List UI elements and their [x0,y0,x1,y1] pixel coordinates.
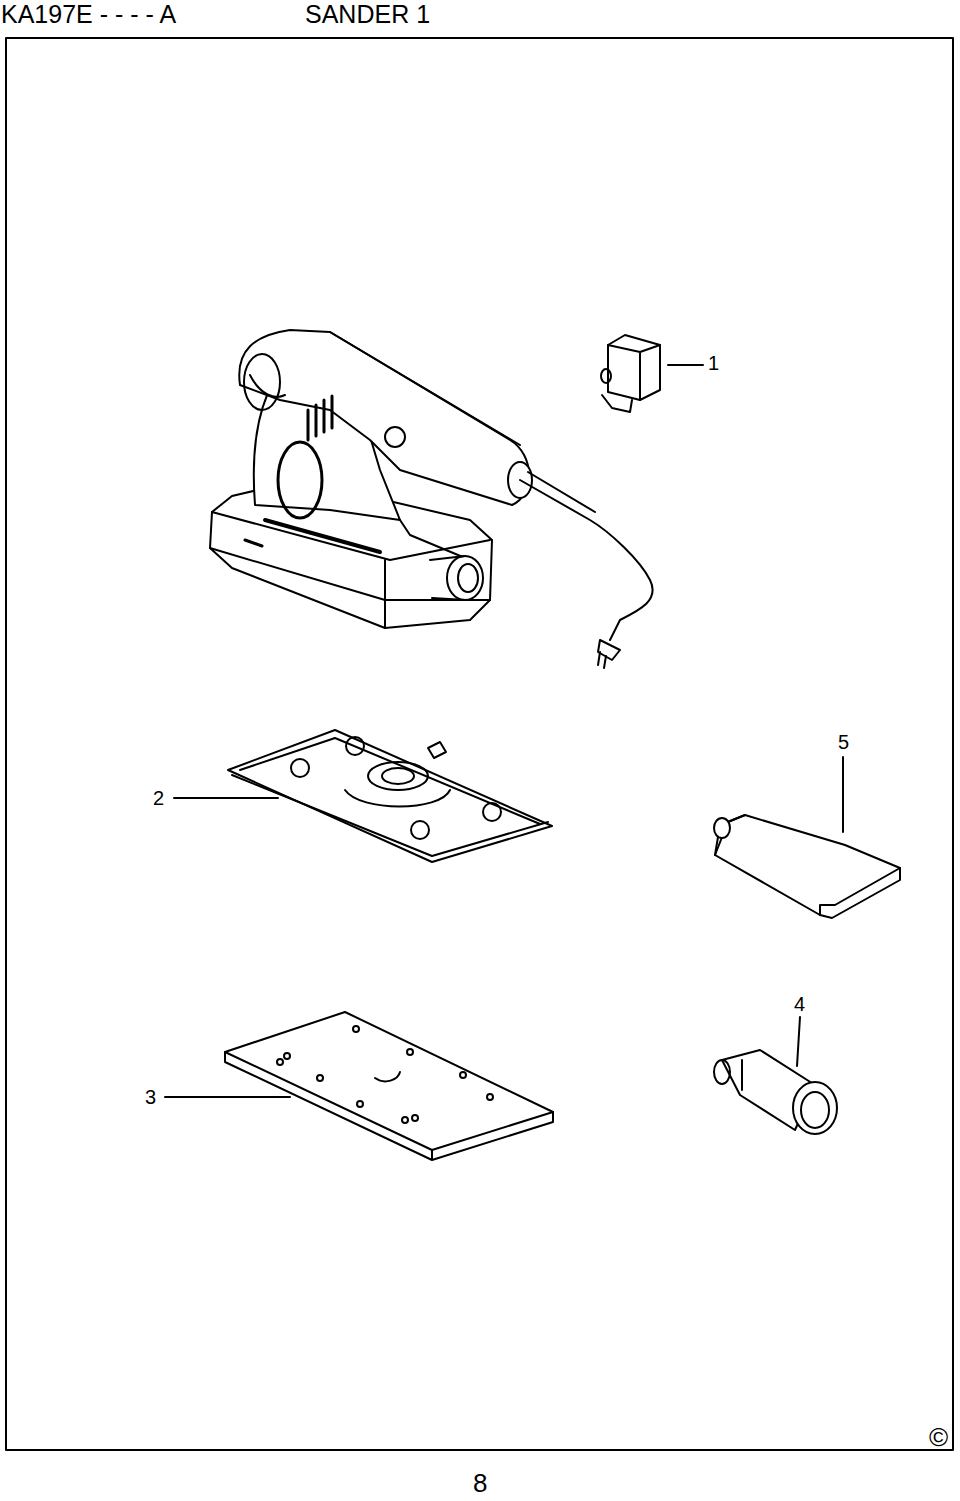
dust-bag-part [714,815,900,918]
leader-line [174,797,278,799]
switch-part [601,335,660,412]
callout-number: 2 [153,788,164,808]
callout-number: 3 [145,1087,156,1107]
callout-number: 5 [838,732,849,752]
page-frame [6,38,953,1450]
platen-part [228,730,552,862]
sander-body [210,330,653,668]
copyright-mark: © [929,1424,948,1450]
callout-number: 1 [708,353,719,373]
callout-number: 4 [794,994,805,1014]
page-heading: SANDER 1 [305,2,430,27]
leader-line [165,1096,290,1098]
pad-part [225,1012,553,1160]
page-number: 8 [473,1470,487,1496]
model-number: KA197E - - - - A [1,2,176,27]
leader-line [668,364,703,366]
adapter-part [714,1050,837,1134]
leader-line [842,757,844,832]
leader-line [797,1017,800,1066]
